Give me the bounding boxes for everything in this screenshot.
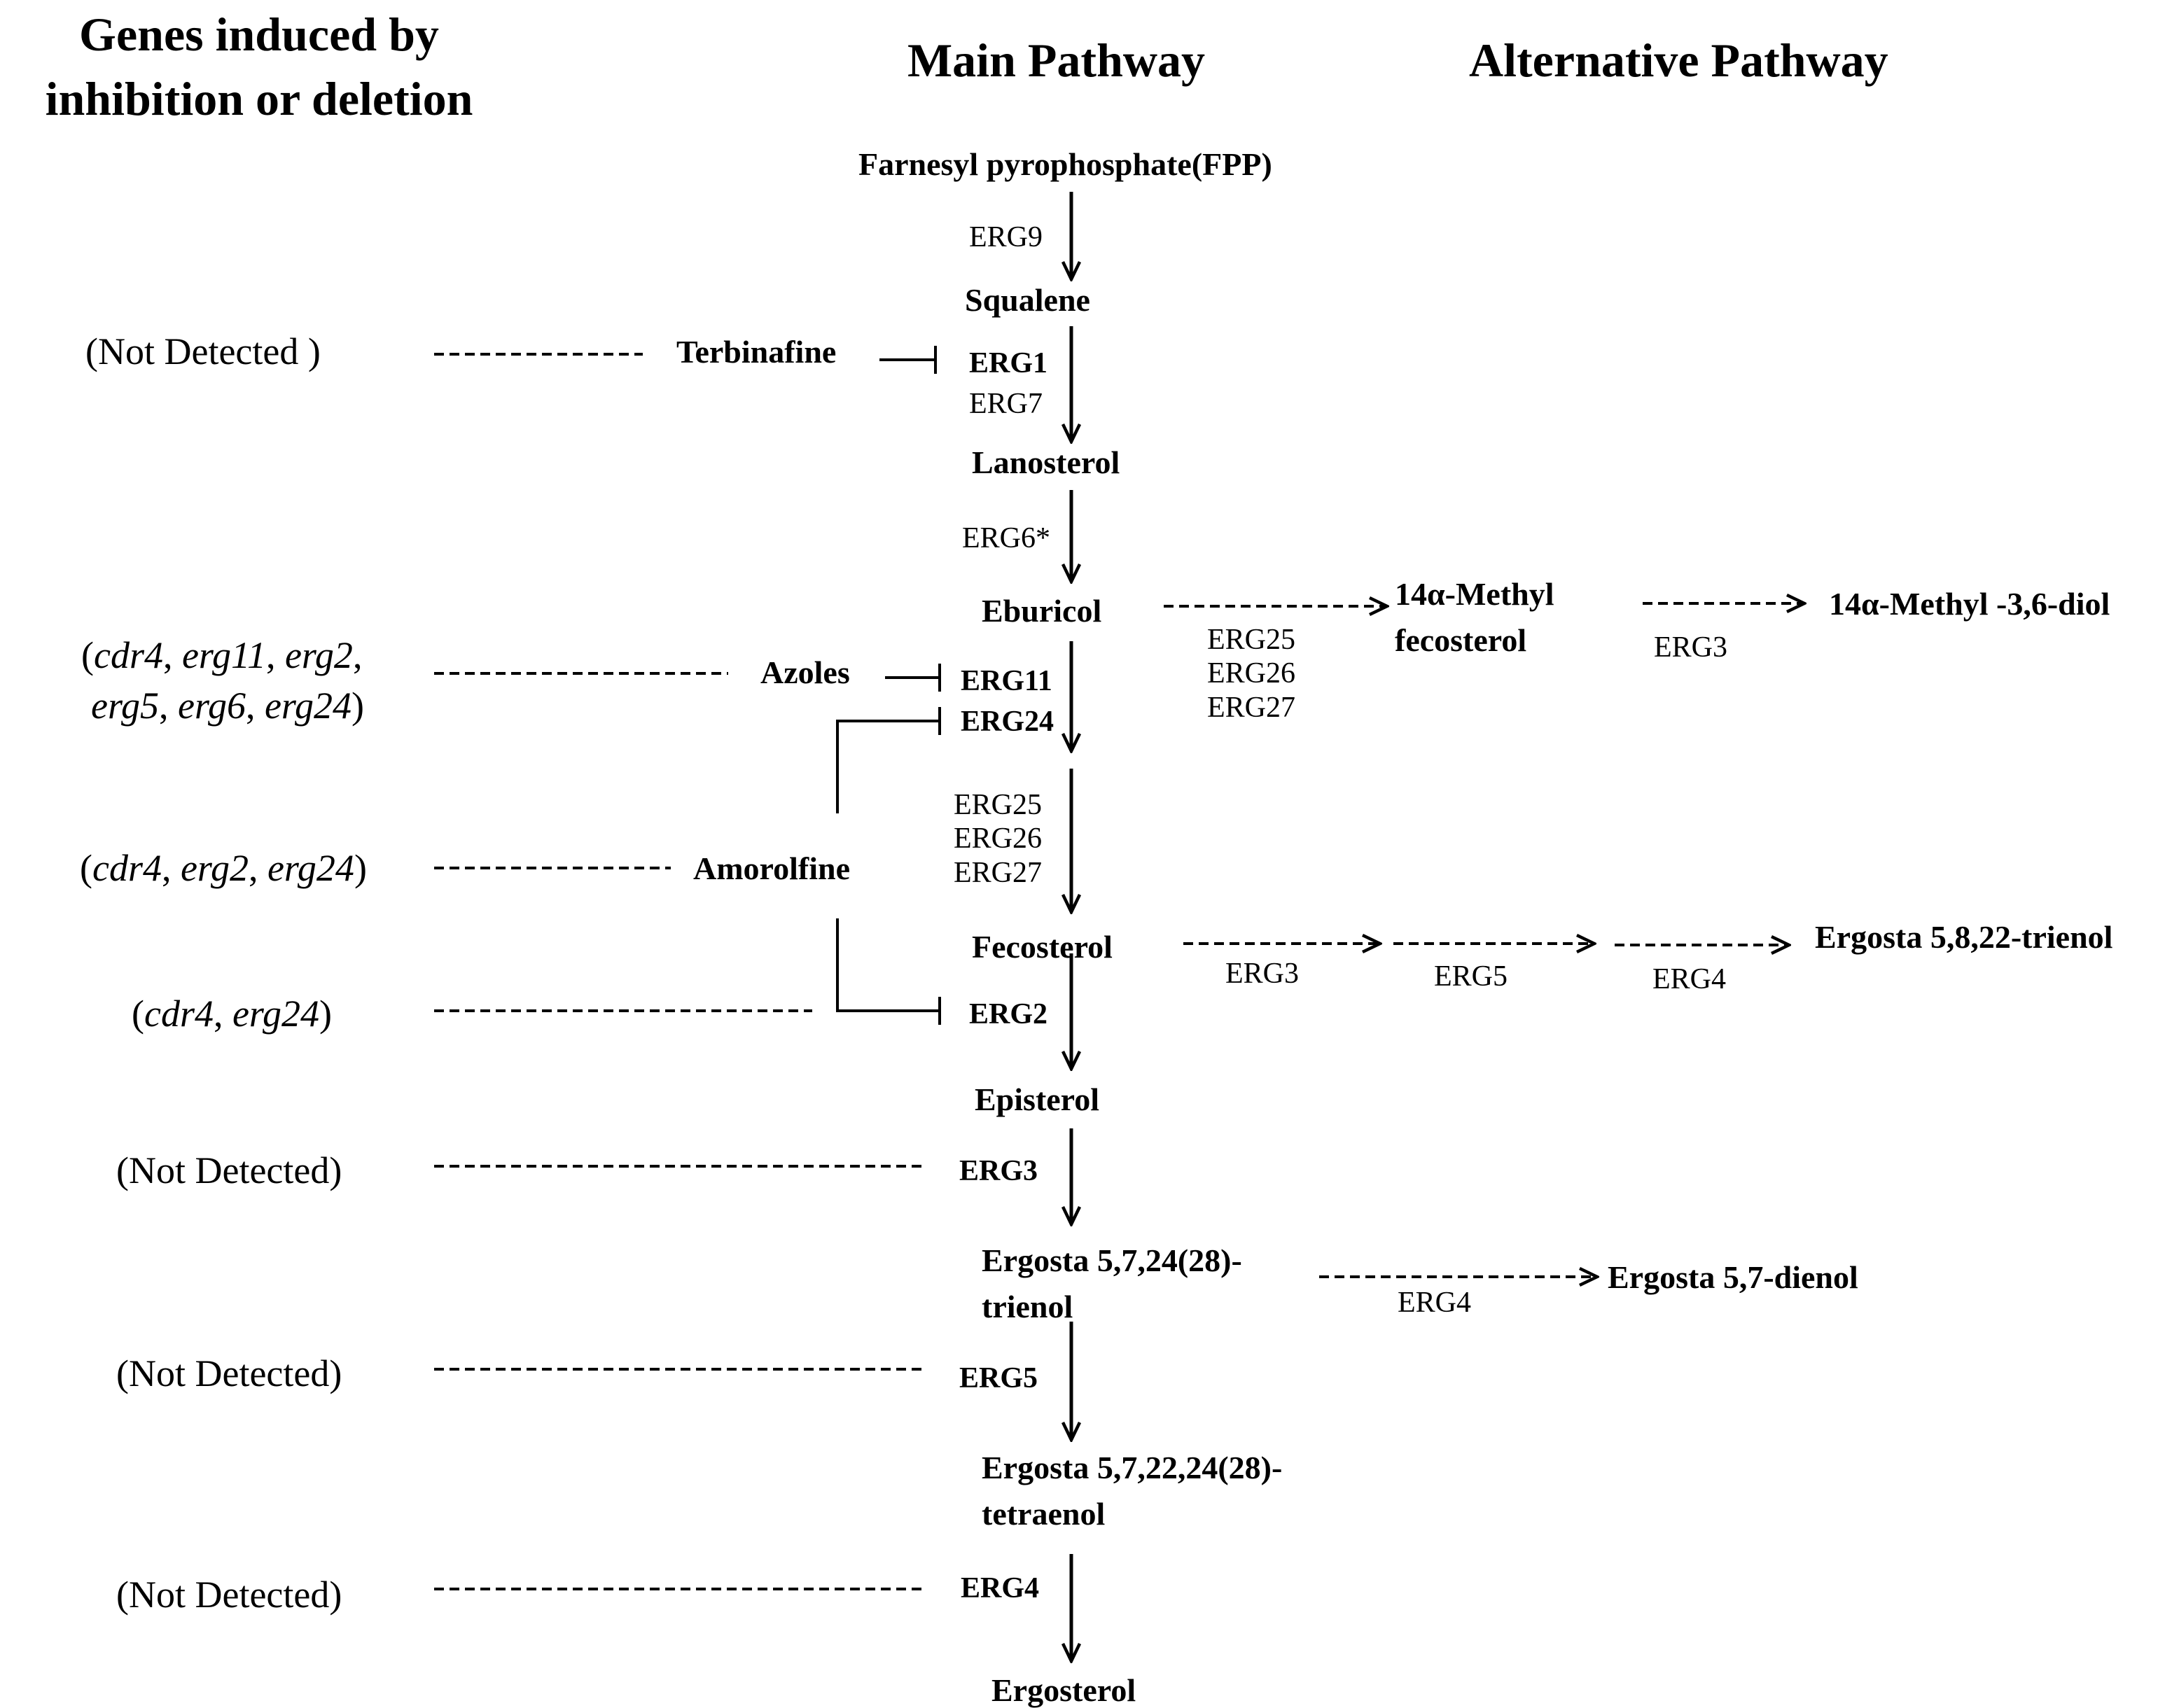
induced-genes-erg5: (Not Detected) <box>116 1352 342 1394</box>
enzyme-erg3: ERG3 <box>959 1155 1038 1187</box>
gene-text: ( <box>132 993 144 1035</box>
alt-metabolite-methyl-fecosterol: 14α-Methyl fecosterol <box>1395 576 1554 658</box>
enzyme-erg4: ERG4 <box>961 1572 1040 1604</box>
induced-genes-erg3: (Not Detected) <box>116 1149 342 1191</box>
gene-text: , <box>158 685 178 727</box>
drug-terbinafine: Terbinafine <box>676 334 837 370</box>
drug-amorolfine: Amorolfine <box>693 850 851 886</box>
metabolite-ergosta-tetraenol: Ergosta 5,7,22,24(28)- tetraenol <box>982 1450 1283 1532</box>
enzyme-erg11: ERG11 <box>961 665 1052 697</box>
induced-genes-terbinafine: (Not Detected ) <box>85 330 321 372</box>
gene-name: cdr4 <box>93 634 163 676</box>
alternative-pathway-arrows <box>1164 603 1804 1277</box>
enzyme-erg2: ERG2 <box>969 998 1048 1030</box>
gene-name: erg2 <box>180 847 249 889</box>
enzyme-erg24: ERG24 <box>961 706 1054 738</box>
main-pathway-header: Main Pathway <box>907 34 1205 87</box>
metabolite-lanosterol: Lanosterol <box>972 444 1120 480</box>
gene-text: , <box>162 634 182 676</box>
gene-text: ( <box>81 634 94 676</box>
gene-text: ) <box>354 847 367 889</box>
alt-enzyme-erg3-branch2: ERG3 <box>1225 958 1299 990</box>
gene-text: , <box>265 634 285 676</box>
alt-enzyme-erg25-27: ERG25 ERG26 ERG27 <box>1207 624 1295 724</box>
gene-text: , <box>352 634 363 676</box>
metabolite-episterol: Episterol <box>975 1082 1100 1117</box>
gene-text: , <box>248 847 267 889</box>
enzyme-erg25-27-main: ERG25 ERG26 ERG27 <box>954 789 1042 889</box>
inhibition-lines <box>836 346 941 1025</box>
gene-link-lines <box>434 353 924 1590</box>
inhibit-amorolfine-erg2 <box>836 918 940 1012</box>
gene-text: ( <box>80 847 92 889</box>
gene-text: ) <box>319 993 332 1035</box>
gene-name: erg24 <box>267 847 354 889</box>
gene-name: erg2 <box>284 634 353 676</box>
enzyme-erg6: ERG6* <box>962 522 1050 554</box>
alt-enzyme-erg4-branch3: ERG4 <box>1398 1287 1471 1319</box>
gene-name: cdr4 <box>144 993 214 1035</box>
genes-column-header: Genes induced by inhibition or deletion <box>45 8 473 125</box>
gene-name: erg11 <box>181 634 266 676</box>
induced-genes-amorolfine-b: (cdr4, erg24) <box>132 991 332 1037</box>
gene-name: erg24 <box>264 685 351 727</box>
alt-enzyme-erg5-branch2: ERG5 <box>1434 960 1508 993</box>
alt-product-ergosta-dienol: Ergosta 5,7-dienol <box>1608 1259 1858 1295</box>
drug-azoles: Azoles <box>760 654 850 690</box>
gene-name: erg5 <box>91 685 159 727</box>
gene-text: , <box>245 685 265 727</box>
metabolite-fecosterol: Fecosterol <box>972 929 1113 965</box>
metabolite-ergosterol: Ergosterol <box>991 1672 1136 1708</box>
gene-text: , <box>213 993 232 1035</box>
enzyme-erg7: ERG7 <box>969 388 1043 420</box>
induced-genes-azoles-line1: (cdr4, erg11, erg2, <box>81 633 362 678</box>
gene-text: ) <box>351 685 364 727</box>
gene-name: erg6 <box>177 685 246 727</box>
metabolite-squalene: Squalene <box>965 282 1090 318</box>
alt-product-ergosta-trienol: Ergosta 5,8,22-trienol <box>1815 919 2113 955</box>
metabolite-eburicol: Eburicol <box>982 593 1102 629</box>
alt-enzyme-erg4-branch2: ERG4 <box>1652 963 1726 995</box>
gene-name: erg24 <box>232 993 319 1035</box>
enzyme-erg9: ERG9 <box>969 221 1043 253</box>
induced-genes-amorolfine-a: (cdr4, erg2, erg24) <box>80 846 367 891</box>
enzyme-erg5: ERG5 <box>959 1362 1038 1394</box>
gene-text: , <box>161 847 181 889</box>
gene-name: cdr4 <box>92 847 162 889</box>
metabolite-ergosta-trienol: Ergosta 5,7,24(28)- trienol <box>982 1242 1242 1324</box>
induced-genes-azoles-line2: erg5, erg6, erg24) <box>91 683 364 729</box>
alt-product-methyl-diol: 14α-Methyl -3,6-diol <box>1829 586 2110 622</box>
enzyme-erg1: ERG1 <box>969 347 1048 379</box>
inhibit-amorolfine-erg24 <box>836 720 940 813</box>
alt-enzyme-erg3-branch1: ERG3 <box>1654 631 1727 664</box>
metabolite-fpp: Farnesyl pyrophosphate(FPP) <box>858 146 1272 182</box>
induced-genes-erg4: (Not Detected) <box>116 1574 342 1616</box>
alternative-pathway-header: Alternative Pathway <box>1469 34 1888 87</box>
